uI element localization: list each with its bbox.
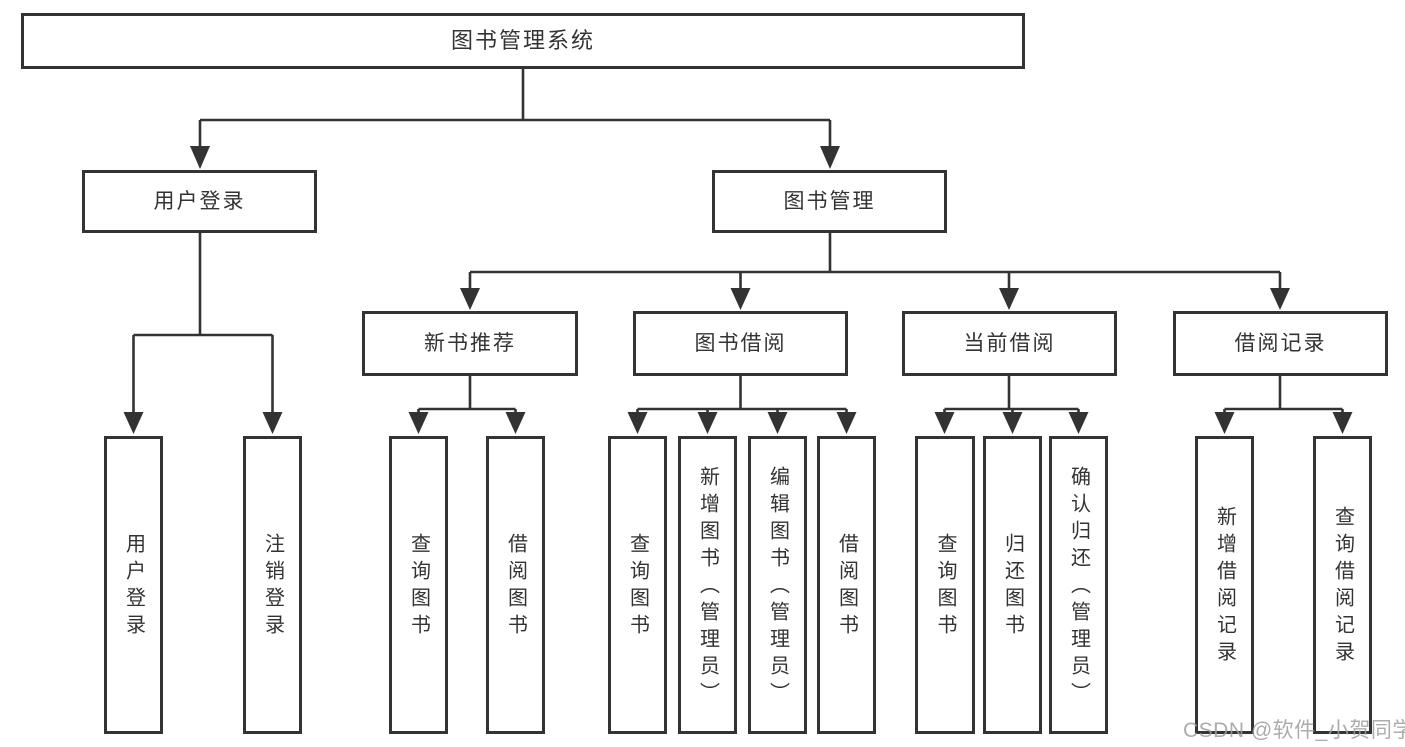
leaf-current-query: 查询图书 [915,436,975,734]
node-user-login: 用户登录 [82,170,317,233]
node-book-borrow: 图书借阅 [633,311,848,376]
node-current-borrow: 当前借阅 [902,311,1117,376]
leaf-newbook-query: 查询图书 [389,436,448,734]
leaf-newbook-borrow: 借阅图书 [486,436,545,734]
leaf-record-query: 查询借阅记录 [1313,436,1372,734]
leaf-logout: 注销登录 [243,436,302,734]
leaf-borrow-add-admin: 新增图书（管理员） [678,436,737,734]
node-borrow-records: 借阅记录 [1173,311,1388,376]
leaf-current-confirm-return-admin: 确认归还（管理员） [1049,436,1108,734]
node-book-management: 图书管理 [712,170,947,233]
csdn-watermark: CSDN @软件_小贺同学 [1183,719,1405,742]
leaf-borrow-book: 借阅图书 [817,436,876,734]
leaf-user-login: 用户登录 [104,436,163,734]
leaf-borrow-edit-admin: 编辑图书（管理员） [748,436,807,734]
node-library-system: 图书管理系统 [21,13,1025,69]
leaf-record-add: 新增借阅记录 [1195,436,1254,734]
leaf-borrow-query: 查询图书 [608,436,667,734]
node-new-book-recommend: 新书推荐 [362,311,578,376]
leaf-current-return: 归还图书 [983,436,1042,734]
